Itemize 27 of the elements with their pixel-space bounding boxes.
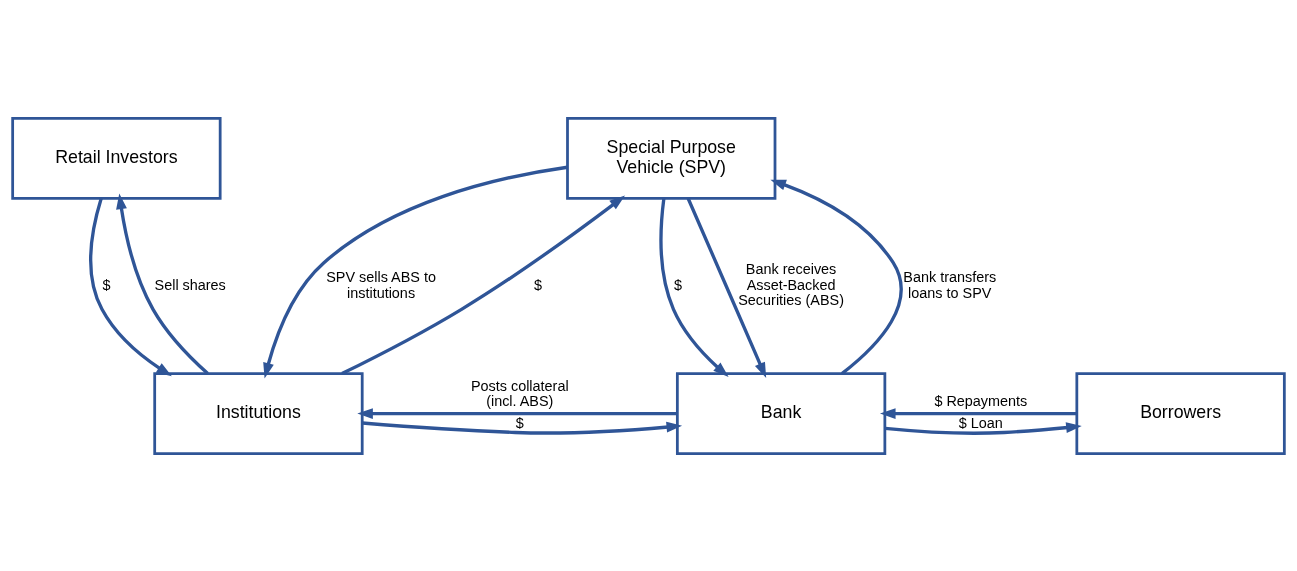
arrow xyxy=(686,197,767,378)
edge-label: SPV sells ABS to institutions xyxy=(326,268,436,301)
edge-label: Bank receives Asset-Backed Securities (ABS) xyxy=(738,260,844,308)
arrow xyxy=(362,420,683,435)
node-box: Bank xyxy=(675,371,887,455)
node-box: Borrowers xyxy=(1075,371,1286,455)
edge-label: $ xyxy=(102,276,111,293)
arrow xyxy=(884,421,1082,435)
node-box: Retail Investors xyxy=(11,116,222,200)
arrow xyxy=(770,179,903,375)
edge-label: Sell shares xyxy=(154,276,226,293)
edge-label: $ xyxy=(673,276,682,293)
arrow xyxy=(263,165,568,378)
node-box: Institutions xyxy=(153,371,364,455)
edge-label: $ Repayments xyxy=(934,392,1028,409)
edge-label: $ xyxy=(534,276,543,293)
arrow xyxy=(89,197,172,376)
arrow xyxy=(116,193,209,375)
arrow xyxy=(357,407,677,419)
edge-label: Posts collateral (incl. ABS) xyxy=(470,377,569,409)
edge-label: Bank transfers loans to SPV xyxy=(903,268,997,301)
node-box: Special Purpose Vehicle (SPV) xyxy=(566,116,777,200)
edge-label: $ xyxy=(515,414,524,431)
arrow xyxy=(659,197,729,377)
edge-label: $ Loan xyxy=(958,414,1003,431)
arrow xyxy=(880,407,1077,419)
arrow xyxy=(341,195,625,375)
